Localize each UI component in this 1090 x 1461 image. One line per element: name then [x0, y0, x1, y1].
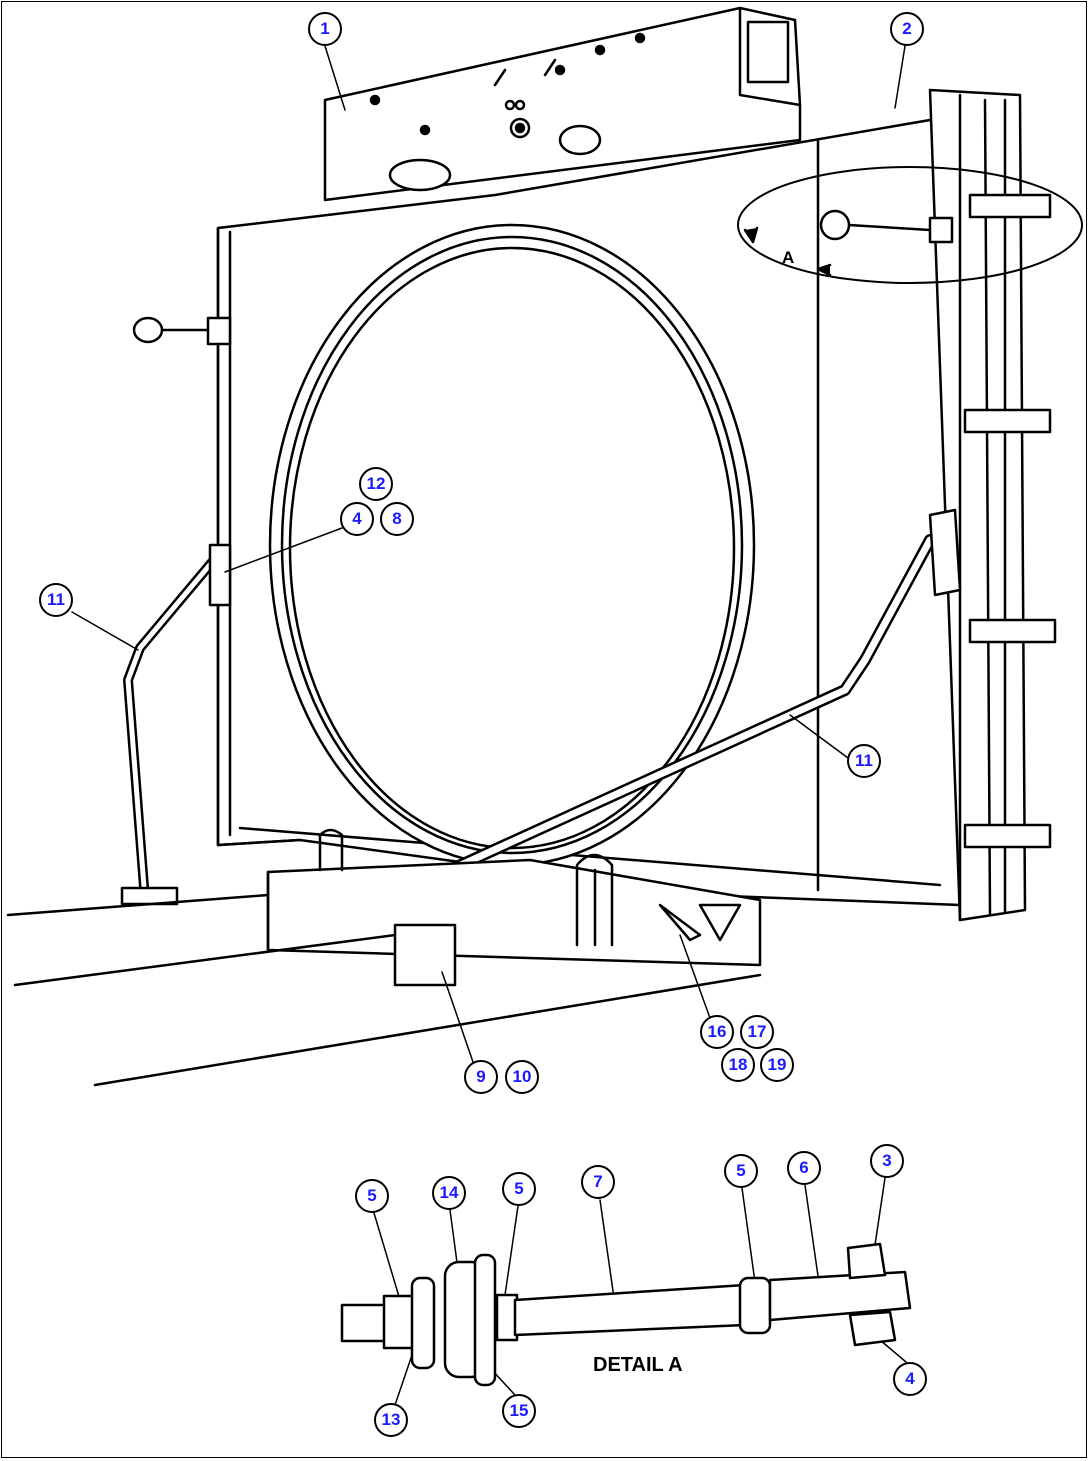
view-marker-a: A	[782, 248, 795, 267]
callout-4-upper: 4	[340, 502, 374, 536]
top-tank	[323, 6, 802, 202]
callout-4-detail: 4	[893, 1362, 927, 1396]
callout-8: 8	[380, 502, 414, 536]
callout-6: 6	[787, 1151, 821, 1185]
callout-5-left: 5	[355, 1179, 389, 1213]
detail-a-label: DETAIL A	[593, 1354, 683, 1376]
bottom-mount	[266, 828, 762, 987]
callout-11-left: 11	[39, 583, 73, 617]
frame-rails	[6, 893, 762, 1087]
callout-16: 16	[700, 1015, 734, 1049]
leader-lines	[71, 45, 907, 1406]
callout-9: 9	[464, 1060, 498, 1094]
callout-19: 19	[760, 1048, 794, 1082]
callout-3: 3	[870, 1144, 904, 1178]
callout-14: 14	[432, 1176, 466, 1210]
left-fitting	[132, 316, 232, 346]
callout-17: 17	[740, 1015, 774, 1049]
callout-15: 15	[502, 1394, 536, 1428]
callout-13: 13	[374, 1403, 408, 1437]
callout-10: 10	[505, 1060, 539, 1094]
detail-a-region	[737, 166, 1083, 284]
callout-18: 18	[721, 1048, 755, 1082]
callout-5-right: 5	[724, 1154, 758, 1188]
left-brace-rod	[120, 543, 232, 906]
callout-7: 7	[581, 1165, 615, 1199]
callout-12: 12	[359, 467, 393, 501]
callout-1: 1	[308, 12, 342, 46]
detail-a-assembly	[340, 1242, 912, 1387]
callout-2: 2	[890, 12, 924, 46]
callout-5-middle: 5	[502, 1172, 536, 1206]
side-frame	[928, 88, 1057, 922]
callout-11-right: 11	[847, 744, 881, 778]
